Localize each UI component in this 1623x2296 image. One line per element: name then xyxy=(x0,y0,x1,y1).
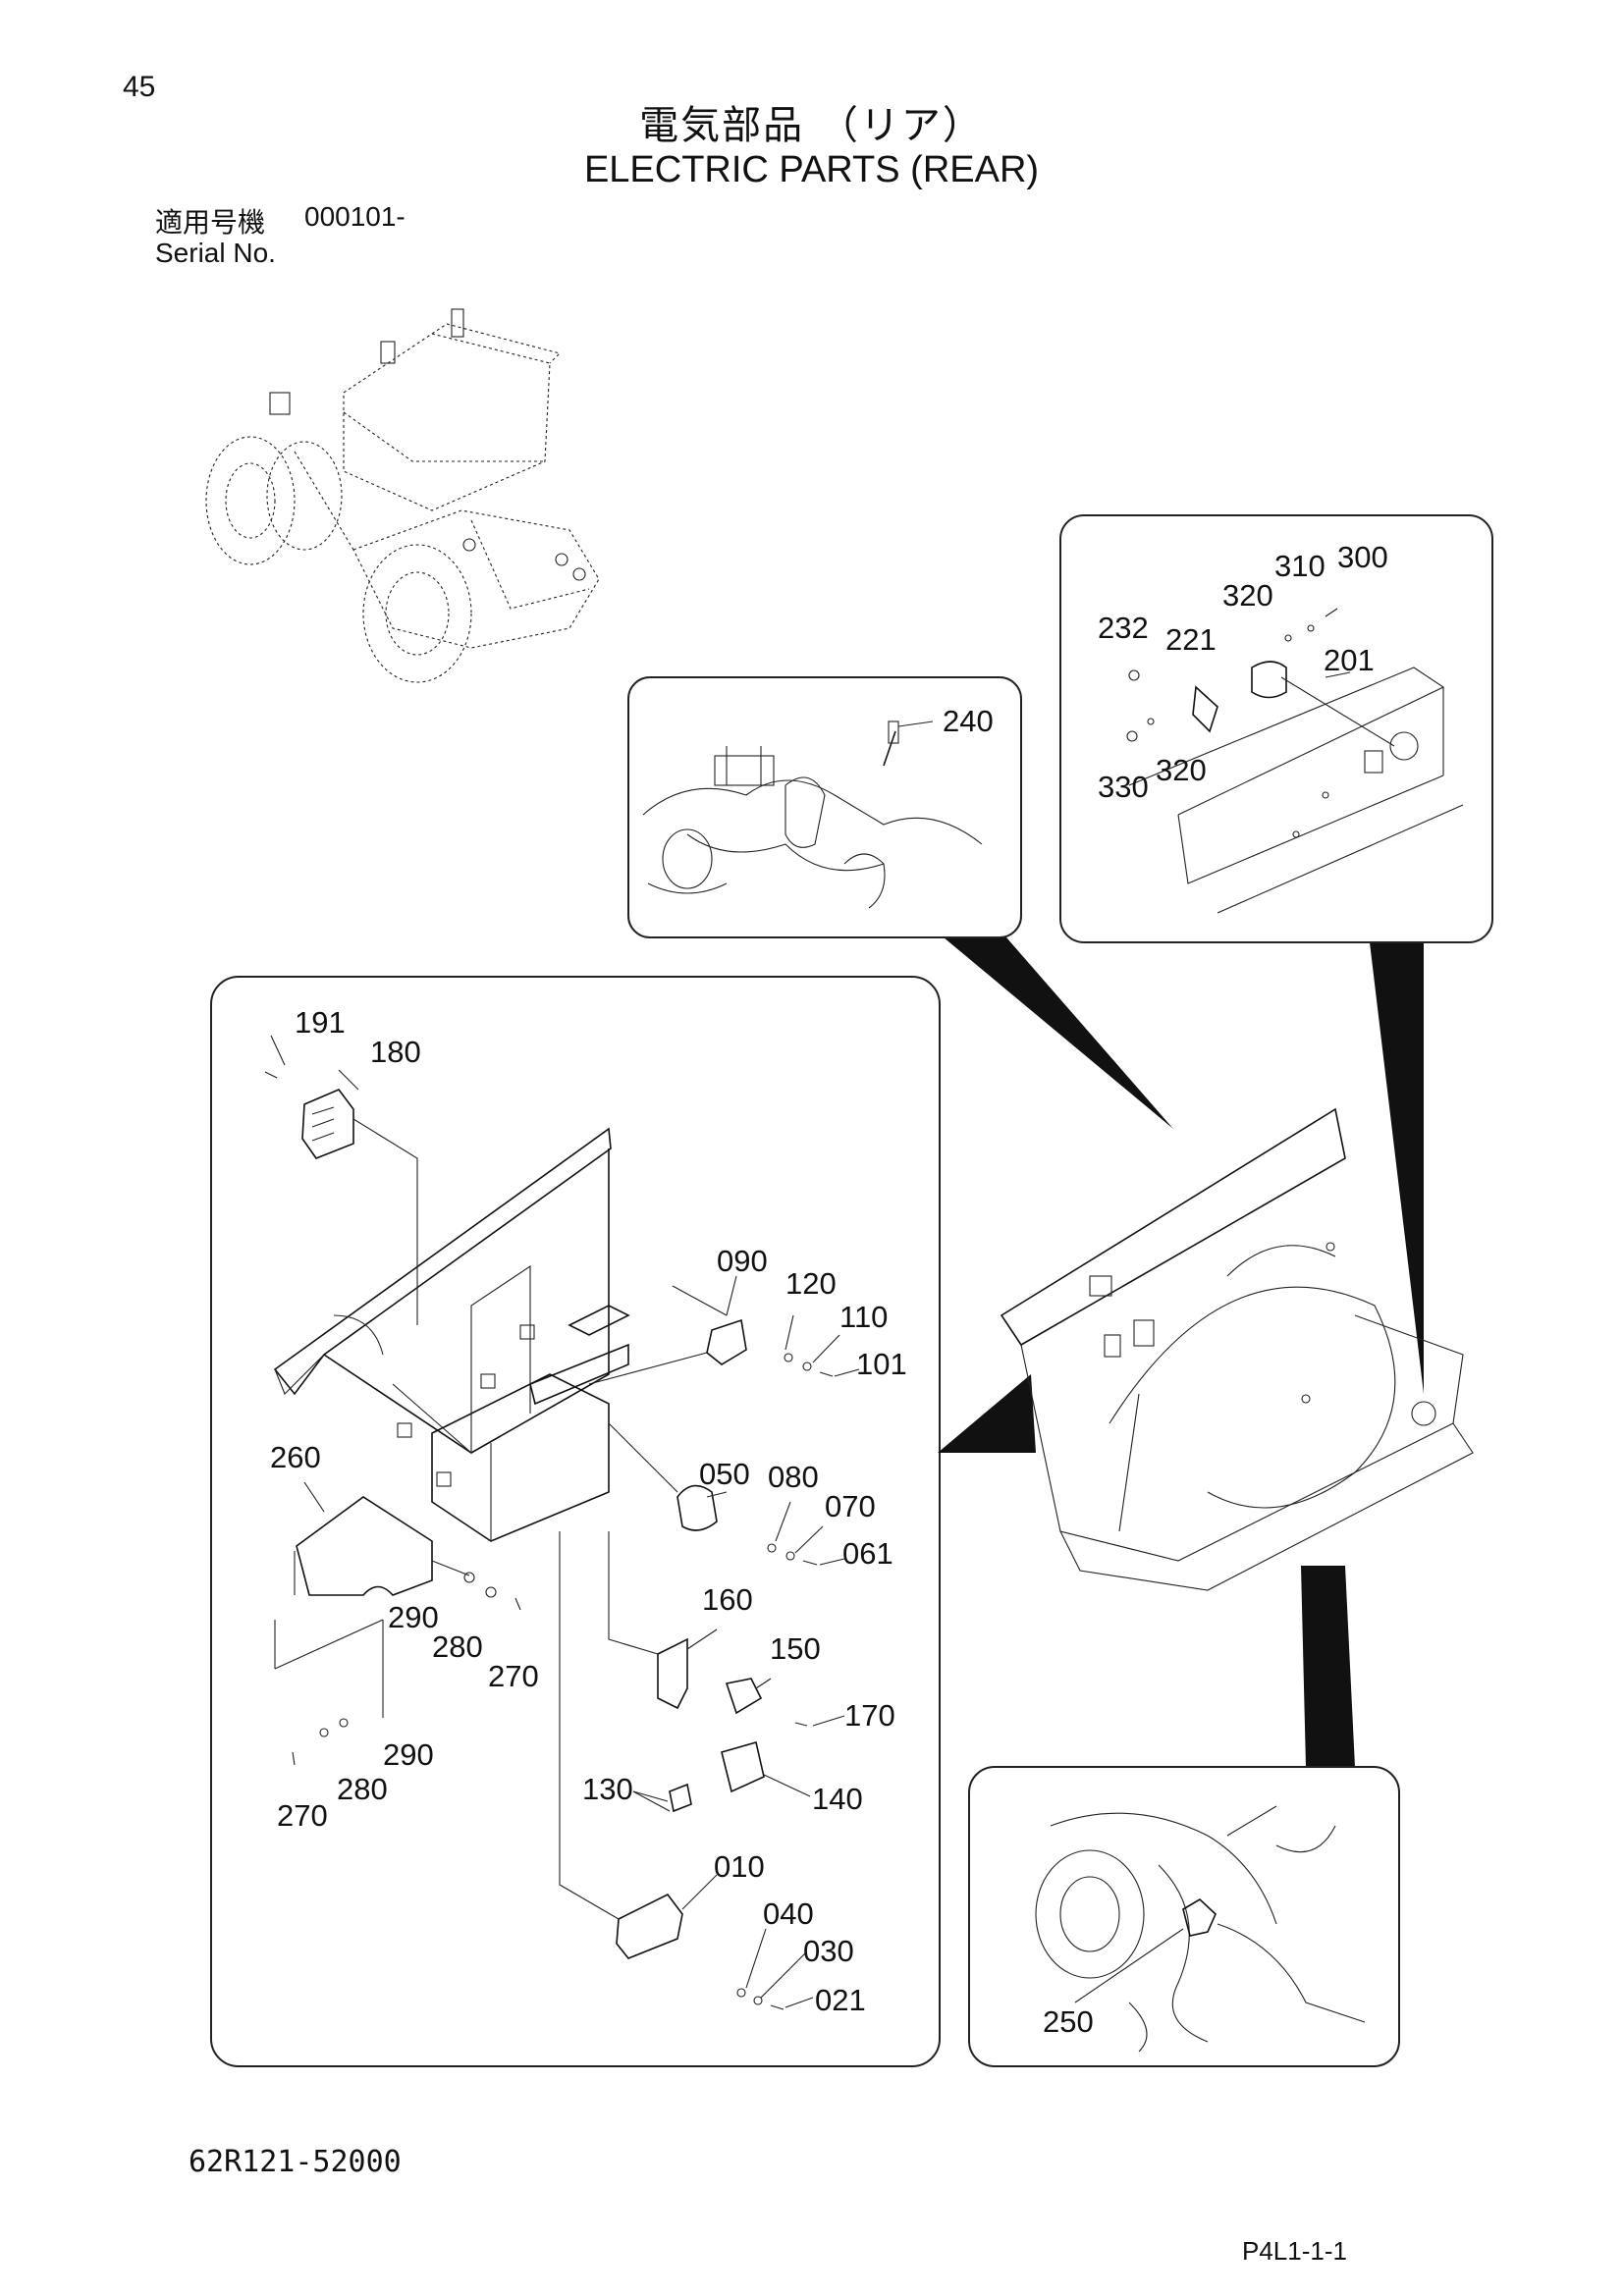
page-number: 45 xyxy=(123,71,156,103)
page-code: P4L1-1-1 xyxy=(1242,2236,1347,2266)
callout-080: 080 xyxy=(768,1460,819,1494)
main-detail-panel xyxy=(210,976,941,2067)
callout-191: 191 xyxy=(295,1005,346,1040)
callout-021: 021 xyxy=(815,1983,866,2017)
rear-frame-assembly-illustration xyxy=(938,1107,1474,1591)
callout-201: 201 xyxy=(1324,643,1375,677)
detail-panel-250 xyxy=(968,1566,1400,2067)
callout-250: 250 xyxy=(1043,2004,1094,2039)
callout-330: 330 xyxy=(1098,770,1149,804)
page-title-japanese: 電気部品 （リア） xyxy=(639,103,984,148)
callout-280-upper: 280 xyxy=(432,1629,483,1664)
callout-150: 150 xyxy=(770,1631,821,1666)
detail-panel-240 xyxy=(627,676,1173,1129)
serial-label-japanese: 適用号機 xyxy=(155,206,266,239)
serial-label-english: Serial No. xyxy=(155,238,276,268)
callout-310: 310 xyxy=(1274,549,1325,583)
callout-040: 040 xyxy=(763,1896,814,1931)
callout-270-lower: 270 xyxy=(277,1798,328,1833)
callout-030: 030 xyxy=(803,1934,854,1968)
loader-overview-illustration xyxy=(205,308,600,683)
document-code: 62R121-52000 xyxy=(189,2145,402,2179)
callout-180: 180 xyxy=(370,1035,421,1069)
callout-090: 090 xyxy=(717,1244,768,1278)
callout-300: 300 xyxy=(1337,540,1388,574)
page-title-english: ELECTRIC PARTS (REAR) xyxy=(583,149,1040,190)
callout-221: 221 xyxy=(1165,622,1217,657)
callout-050: 050 xyxy=(699,1457,750,1491)
callout-320-upper: 320 xyxy=(1222,578,1273,613)
callout-120: 120 xyxy=(785,1266,837,1301)
callout-140: 140 xyxy=(812,1782,863,1816)
callout-240: 240 xyxy=(943,704,994,738)
callout-270-upper: 270 xyxy=(488,1659,539,1693)
callout-labels: 191 180 090 120 110 101 260 050 080 070 … xyxy=(270,540,1388,2039)
callout-101: 101 xyxy=(856,1347,907,1381)
callout-280-lower: 280 xyxy=(337,1772,388,1806)
callout-320-lower: 320 xyxy=(1156,753,1207,787)
callout-070: 070 xyxy=(825,1489,876,1523)
callout-110: 110 xyxy=(839,1300,888,1334)
callout-130: 130 xyxy=(582,1772,633,1806)
callout-232: 232 xyxy=(1098,611,1149,645)
callout-061: 061 xyxy=(842,1536,893,1571)
callout-010: 010 xyxy=(714,1849,765,1884)
callout-170: 170 xyxy=(844,1698,895,1733)
detail-panel-201 xyxy=(1059,514,1493,1394)
callout-290-lower: 290 xyxy=(383,1737,434,1772)
callout-290-upper: 290 xyxy=(388,1600,439,1634)
callout-160: 160 xyxy=(702,1582,753,1617)
callout-260: 260 xyxy=(270,1440,321,1474)
serial-number-value: 000101- xyxy=(304,201,406,232)
